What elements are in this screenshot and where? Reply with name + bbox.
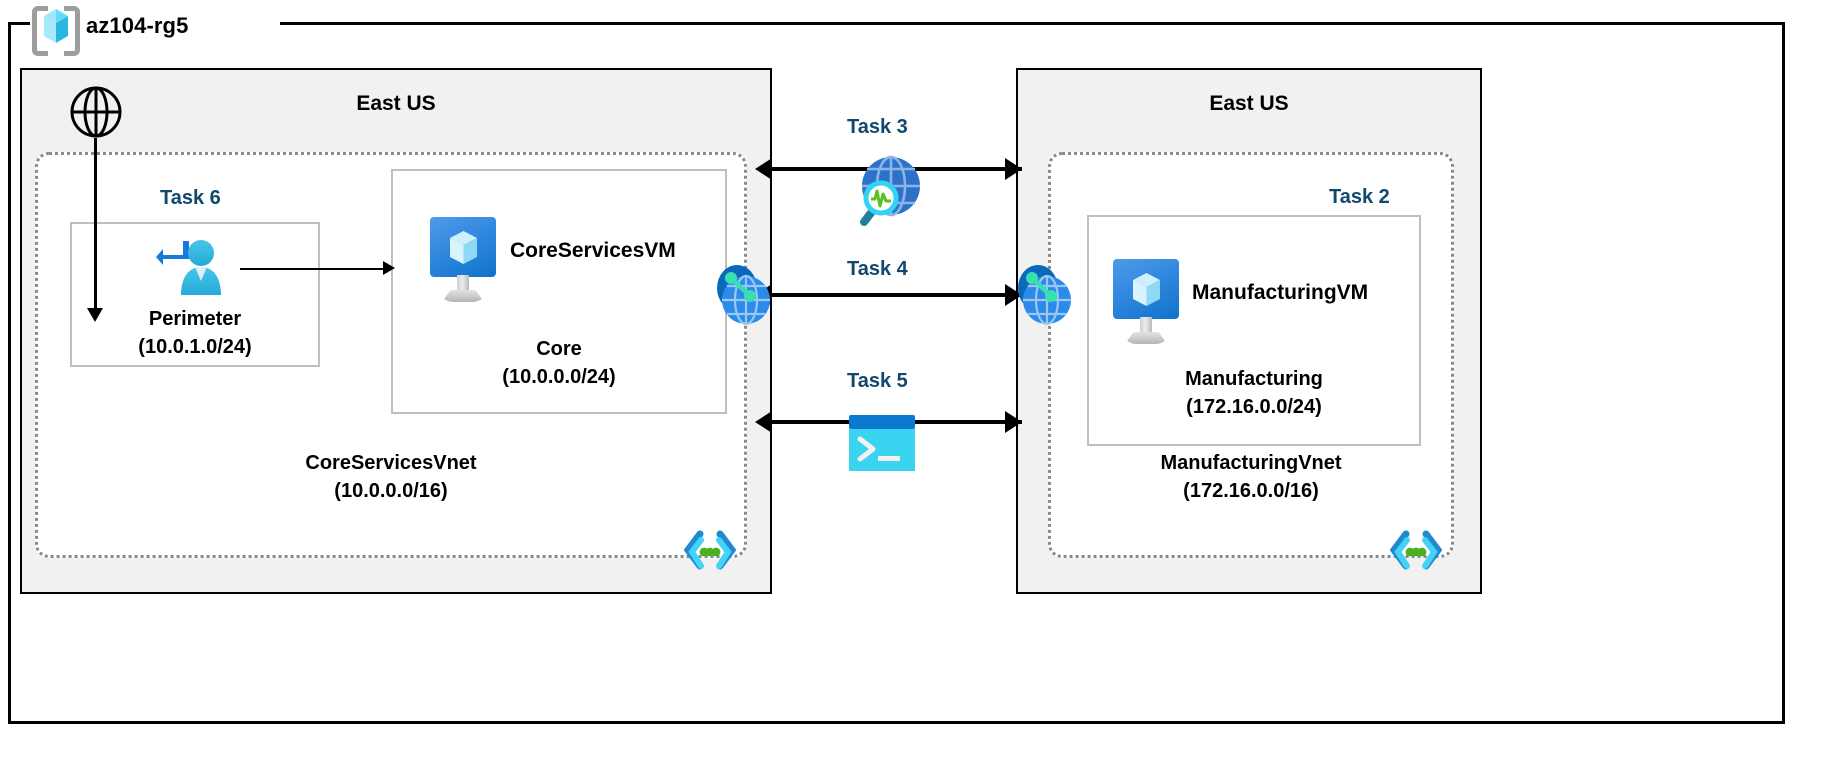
vnet-peering-icon-right — [1018, 265, 1071, 326]
subnet-core: CoreServicesVM Core (10.0.0.0/24) — [391, 169, 727, 414]
cube-glyph — [44, 9, 68, 43]
region-panel-left: East US Task 6 Task 1 Perimeter (10.0.1.… — [20, 68, 772, 594]
virtual-machine-icon-coreservices — [430, 217, 496, 305]
vnet-manufacturing: Task 2 ManufacturingVM Manufacturing (17… — [1048, 152, 1454, 558]
subnet-code-brackets-icon — [1390, 530, 1442, 570]
cloud-shell-icon — [849, 415, 915, 471]
task-5-label: Task 5 — [847, 370, 908, 392]
vnet-peering-icon-left — [717, 265, 770, 326]
connector-task5-arrowhead-right — [1005, 411, 1022, 433]
region-panel-right: East US Task 2 ManufacturingVM Manufactu… — [1016, 68, 1482, 594]
subnet-manufacturing-cidr: (172.16.0.0/24) — [1186, 395, 1322, 418]
connector-task4 — [772, 293, 1022, 297]
connector-task5-arrowhead-left — [755, 411, 772, 433]
resource-group-title: az104-rg5 — [32, 2, 189, 56]
region-title-right: East US — [1209, 92, 1289, 115]
connector-perimeter-to-core — [240, 268, 385, 270]
task-3-label: Task 3 — [847, 116, 908, 138]
vm-cube-glyph — [1133, 273, 1160, 306]
subnet-perimeter-cidr: (10.0.1.0/24) — [138, 335, 252, 358]
resource-group-name: az104-rg5 — [86, 13, 189, 38]
vnet-coreservices-cidr: (10.0.0.0/16) — [334, 479, 448, 502]
connector-task3-arrowhead-right — [1005, 158, 1022, 180]
task-2-label: Task 2 — [1329, 186, 1390, 208]
resource-group-title-mask — [30, 10, 280, 40]
subnet-manufacturing-name: Manufacturing — [1185, 368, 1323, 390]
vnet-coreservices-name: CoreServicesVnet — [305, 452, 477, 474]
resource-group-frame — [8, 22, 1785, 724]
connector-perimeter-to-core-arrowhead — [383, 261, 395, 275]
vnet-manufacturing-name: ManufacturingVnet — [1160, 452, 1342, 474]
internet-globe-icon — [70, 86, 122, 138]
vnet-coreservices: Task 6 Task 1 Perimeter (10.0.1.0/24) — [35, 152, 747, 558]
vm-name-coreservices: CoreServicesVM — [510, 239, 676, 262]
subnet-core-cidr: (10.0.0.0/24) — [502, 365, 616, 388]
network-watcher-icon — [860, 155, 920, 226]
task-6-label: Task 6 — [160, 187, 221, 209]
task-4-label: Task 4 — [847, 258, 908, 280]
connector-internet-to-perimeter-arrowhead — [87, 308, 103, 322]
region-title-left: East US — [356, 92, 436, 115]
subnet-perimeter-name: Perimeter — [148, 308, 242, 330]
user-login-icon — [156, 240, 221, 295]
connector-internet-to-perimeter — [94, 138, 97, 311]
subnet-code-brackets-icon — [684, 530, 736, 570]
subnet-core-name: Core — [536, 338, 582, 360]
virtual-machine-icon-manufacturing — [1113, 259, 1179, 347]
connector-task3-arrowhead-left — [755, 158, 772, 180]
subnet-manufacturing: ManufacturingVM Manufacturing (172.16.0.… — [1087, 215, 1421, 446]
vm-name-manufacturing: ManufacturingVM — [1192, 281, 1369, 304]
connector-task4-arrowhead-right — [1005, 284, 1022, 306]
vnet-manufacturing-cidr: (172.16.0.0/16) — [1183, 479, 1319, 502]
vm-cube-glyph — [450, 231, 477, 264]
resource-group-cube-icon — [32, 3, 80, 56]
